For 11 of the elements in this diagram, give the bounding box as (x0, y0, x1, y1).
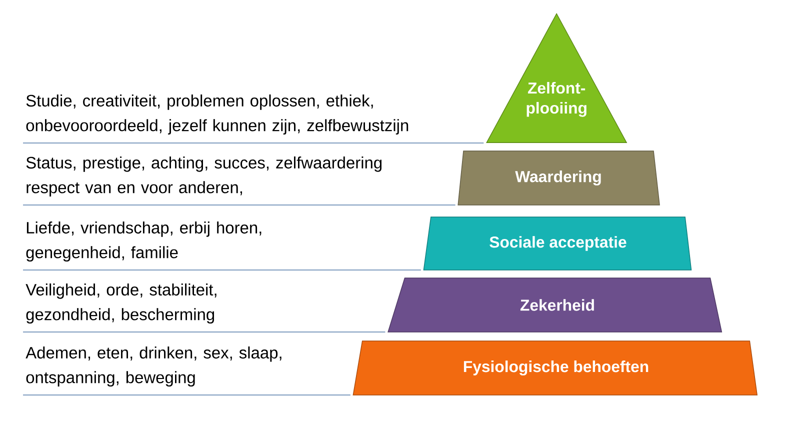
description-text: Liefde, vriendschap, erbij horen, genegenheid, familie (26, 221, 262, 262)
description-text: Status, prestige, achting, succes, zelfwaardering respect van en voor anderen, (26, 156, 382, 197)
pyramid-layer: Zekerheid (388, 278, 722, 332)
pyramid-layer: Sociale acceptatie (423, 216, 692, 270)
pyramid-layer: Waardering (458, 150, 660, 206)
leader-line (22, 204, 456, 206)
leader-line (22, 142, 484, 144)
description-text: Studie, creativiteit, problemen oplossen, ethiek, onbevooroordeeld, jezelf kunnen zijn, zelfbewustzijn (26, 94, 408, 135)
description-text: Veiligheid, orde, stabiliteit, gezondheid, bescherming (26, 283, 216, 324)
leader-line (22, 394, 351, 396)
description-text: Ademen, eten, drinken, sex, slaap, ontspanning, beweging (26, 346, 282, 387)
